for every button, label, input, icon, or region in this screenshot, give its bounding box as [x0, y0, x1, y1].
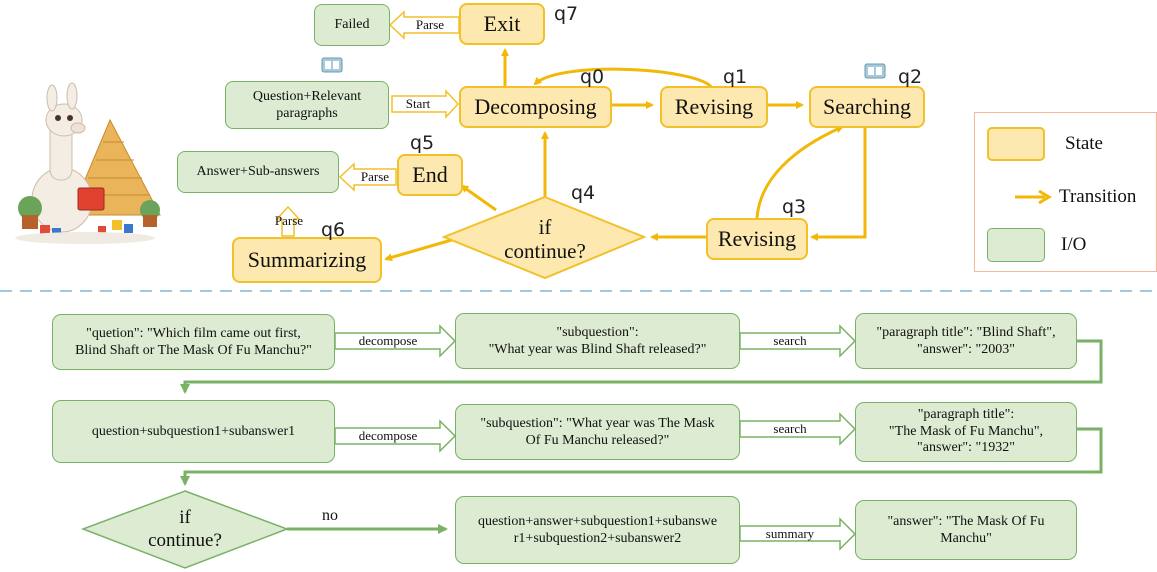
- example-row1-answer: "paragraph title": "Blind Shaft", "answe…: [855, 313, 1077, 369]
- state-end: End: [397, 154, 463, 196]
- legend-state-label: State: [1065, 133, 1103, 154]
- example-row2-answer: "paragraph title": "The Mask of Fu Manch…: [855, 402, 1077, 462]
- io-answer: Answer+Sub-answers: [177, 151, 339, 193]
- llama-illustration: [0, 60, 168, 260]
- state-searching: Searching: [809, 86, 925, 128]
- edge-label-parse-exit: Parse: [415, 17, 445, 32]
- book-icon: [321, 57, 343, 78]
- state-exit: Exit: [459, 3, 545, 45]
- q-label: q5: [410, 132, 435, 154]
- example-row1-question: "quetion": "Which film came out first, B…: [52, 314, 335, 370]
- q-label: q6: [321, 219, 346, 241]
- q-label: q2: [898, 66, 923, 88]
- condition-label-top: if continue?: [504, 214, 586, 263]
- state-revising-bottom: Revising: [706, 218, 808, 260]
- q-label: q7: [554, 3, 579, 25]
- edge-label-start: Start: [405, 96, 431, 111]
- condition-diamond-top: [441, 195, 647, 280]
- example-row1-decompose-label: decompose: [358, 333, 418, 348]
- edge-label-parse-end: Parse: [360, 169, 390, 184]
- example-row2-question: question+subquestion1+subanswer1: [52, 400, 335, 463]
- example-row3-summary-input: question+answer+subquestion1+subanswe r1…: [455, 496, 740, 564]
- book-icon: [864, 63, 886, 84]
- legend-transition-label: Transition: [1059, 186, 1137, 207]
- example-row3-final-answer: "answer": "The Mask Of Fu Manchu": [855, 500, 1077, 560]
- example-row1-subquestion: "subquestion": "What year was Blind Shaf…: [455, 313, 740, 369]
- legend-state-swatch: [987, 127, 1045, 161]
- example-row3-condition: if continue?: [148, 507, 222, 551]
- state-summarizing: Summarizing: [232, 237, 382, 283]
- legend-transition-arrow: [1015, 189, 1052, 205]
- condition-diamond-bottom: [80, 490, 290, 569]
- io-failed: Failed: [314, 4, 390, 46]
- state-revising-top: Revising: [660, 86, 768, 128]
- io-input: Question+Relevant paragraphs: [225, 81, 389, 129]
- example-row3-no-label: no: [322, 507, 338, 524]
- q-label: q1: [723, 66, 748, 88]
- example-row2-subquestion: "subquestion": "What year was The Mask O…: [455, 404, 740, 460]
- legend-io-label: I/O: [1061, 234, 1087, 255]
- example-row2-decompose-label: decompose: [358, 428, 418, 443]
- example-row2-search-label: search: [773, 421, 807, 436]
- q-label: q0: [580, 66, 605, 88]
- legend-io-swatch: [987, 228, 1045, 262]
- example-row1-search-label: search: [773, 333, 807, 348]
- q-label: q3: [782, 196, 807, 218]
- q-label: q4: [571, 182, 596, 204]
- edge-label-parse-summary: Parse: [274, 213, 304, 228]
- example-row3-summary-label: summary: [765, 526, 815, 541]
- legend: State Transition I/O: [974, 112, 1157, 272]
- state-decomposing: Decomposing: [459, 86, 612, 128]
